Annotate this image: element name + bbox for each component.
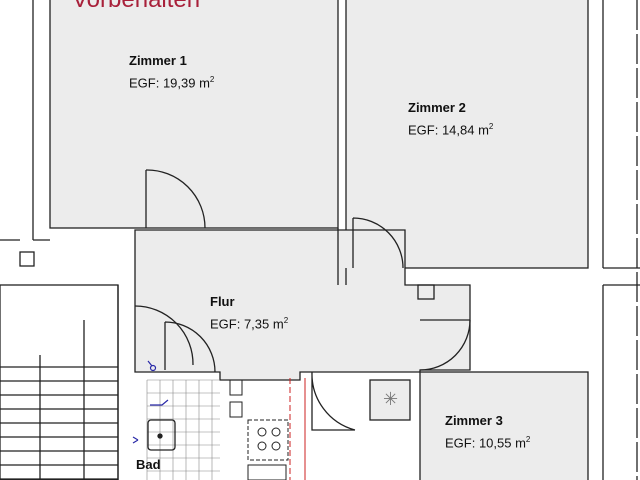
bathroom-fixtures: [147, 419, 176, 451]
room-area: EGF: 14,84 m2: [408, 122, 494, 138]
door-zimmer-3: [419, 319, 471, 371]
door-bad: [164, 321, 216, 373]
room-zimmer-1: [49, 0, 339, 229]
room-label-bad: Bad: [136, 457, 161, 472]
header-note: Vorbehalten: [72, 0, 200, 14]
room-zimmer-3: [419, 371, 589, 480]
kitchen: [229, 378, 306, 480]
room-flur: [134, 229, 471, 381]
asterisk-icon: ✳: [383, 389, 398, 409]
room-name: Zimmer 1: [129, 53, 187, 68]
door-kitchen: [311, 371, 356, 431]
door-zimmer-2: [352, 217, 404, 269]
room-name: Flur: [210, 294, 235, 309]
room-area: EGF: 7,35 m2: [210, 316, 289, 332]
room-label-zimmer-3: Zimmer 3 EGF: 10,55 m2: [445, 413, 530, 450]
room-zimmer-2: [345, 0, 589, 269]
room-label-zimmer-2: Zimmer 2 EGF: 14,84 m2: [408, 100, 493, 137]
room-area: EGF: 10,55 m2: [445, 435, 531, 451]
room-name: Zimmer 3: [445, 413, 503, 428]
room-name: Zimmer 2: [408, 100, 466, 115]
installation-symbols: [132, 360, 169, 444]
room-label-flur: Flur EGF: 7,35 m2: [210, 294, 288, 331]
closet: [369, 379, 411, 421]
door-entry: [134, 305, 194, 366]
room-label-zimmer-1: Zimmer 1 EGF: 19,39 m2: [129, 53, 214, 90]
door-zimmer-1: [145, 169, 206, 229]
room-area: EGF: 19,39 m2: [129, 75, 215, 91]
